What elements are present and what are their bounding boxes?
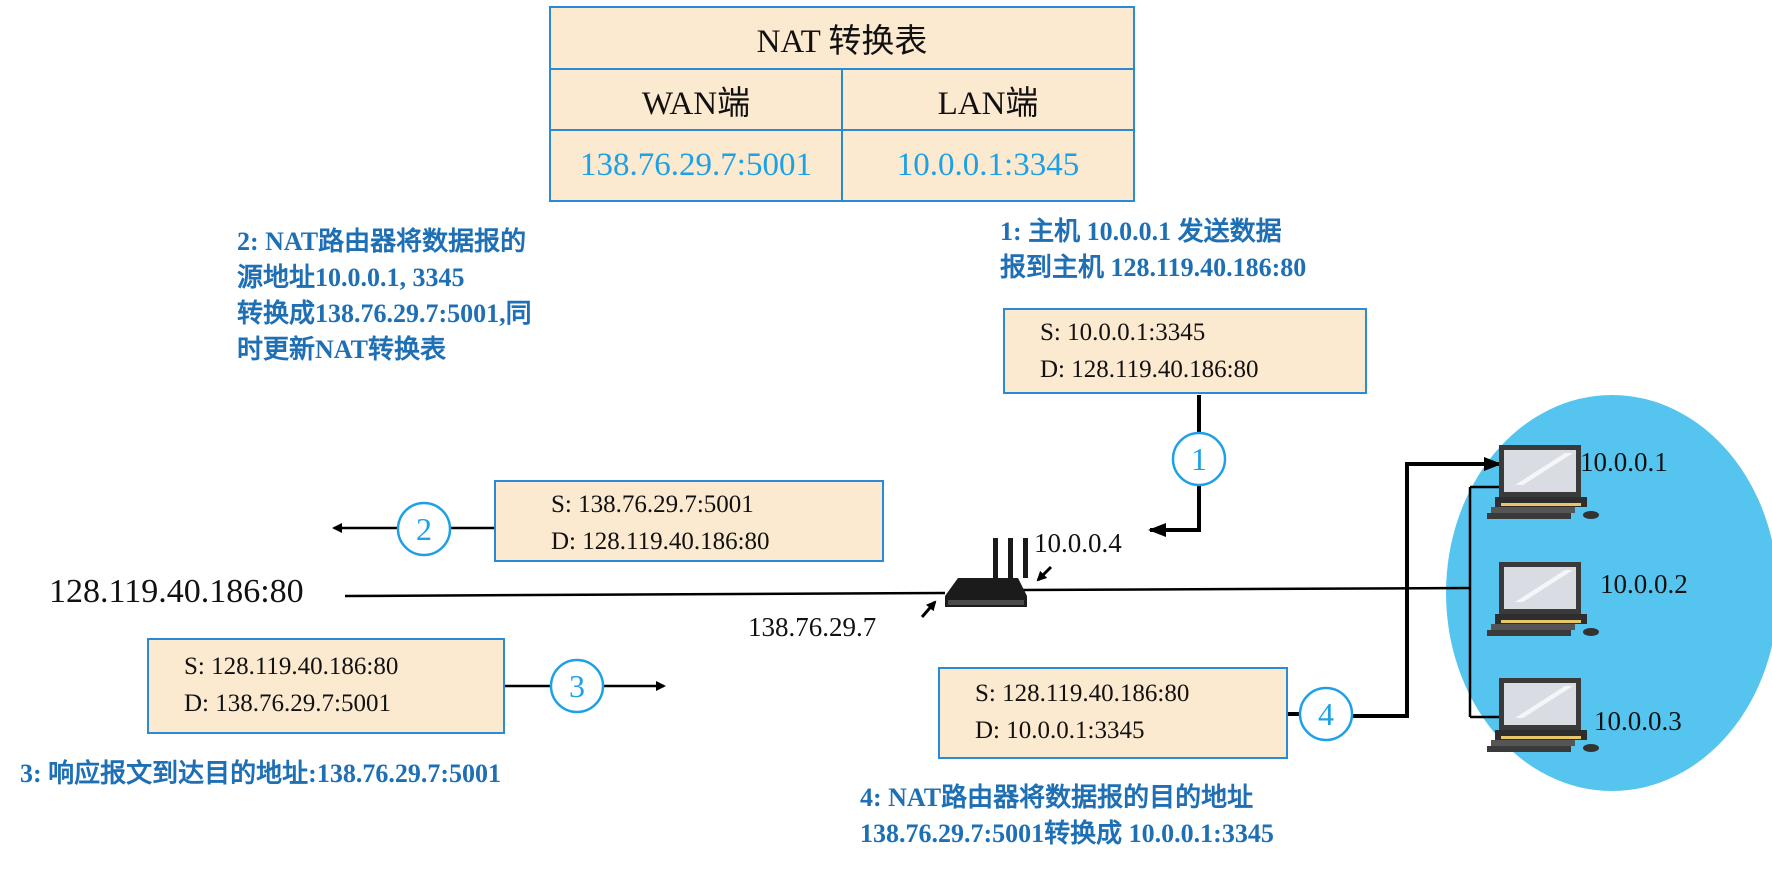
packet-2: S: 138.76.29.7:5001 D: 128.119.40.186:80: [494, 480, 884, 562]
router-icon: [945, 538, 1028, 607]
svg-text:1: 1: [1191, 441, 1207, 477]
router-wan-ip-label: 138.76.29.7: [748, 612, 877, 642]
packet-3: S: 128.119.40.186:80 D: 138.76.29.7:5001: [147, 638, 505, 734]
server-address-label: 128.119.40.186:80: [49, 573, 304, 610]
nat-translation-table: NAT 转换表 WAN端 LAN端 138.76.29.7:5001 10.0.…: [549, 6, 1135, 202]
step-circle-3: 3: [549, 658, 605, 714]
svg-text:2: 2: [416, 511, 432, 547]
packet-4: S: 128.119.40.186:80 D: 10.0.0.1:3345: [938, 667, 1288, 759]
step-circle-4: 4: [1298, 686, 1354, 742]
lan-interface-arrow: [1036, 565, 1053, 582]
step2-annotation: 2: NAT路由器将数据报的 源地址10.0.0.1, 3345 转换成138.…: [237, 227, 532, 364]
host1-ip-label: 10.0.0.1: [1580, 447, 1668, 477]
wan-interface-arrow: [920, 600, 937, 618]
nat-table-lan-header: LAN端: [841, 68, 1135, 131]
svg-text:3: 3: [569, 668, 585, 704]
nat-table-title: NAT 转换表: [549, 6, 1135, 70]
nat-table-wan-value: 138.76.29.7:5001: [549, 129, 843, 202]
step-circle-1: 1: [1171, 431, 1227, 487]
host3-ip-label: 10.0.0.3: [1594, 706, 1682, 736]
step1-annotation: 1: 主机 10.0.0.1 发送数据 报到主机 128.119.40.186:…: [1000, 217, 1307, 282]
nat-table-lan-value: 10.0.0.1:3345: [841, 129, 1135, 202]
host2-ip-label: 10.0.0.2: [1600, 569, 1688, 599]
router-lan-ip-label: 10.0.0.4: [1034, 528, 1122, 558]
step4-annotation: 4: NAT路由器将数据报的目的地址 138.76.29.7:5001转换成 1…: [860, 783, 1274, 848]
nat-table-wan-header: WAN端: [549, 68, 843, 131]
step-circle-2: 2: [396, 501, 452, 557]
wan-link: [344, 591, 946, 598]
step3-annotation: 3: 响应报文到达目的地址:138.76.29.7:5001: [20, 759, 501, 788]
packet-1: S: 10.0.0.1:3345 D: 128.119.40.186:80: [1003, 308, 1367, 394]
lan-link: [1019, 586, 1471, 592]
svg-text:4: 4: [1318, 696, 1334, 732]
